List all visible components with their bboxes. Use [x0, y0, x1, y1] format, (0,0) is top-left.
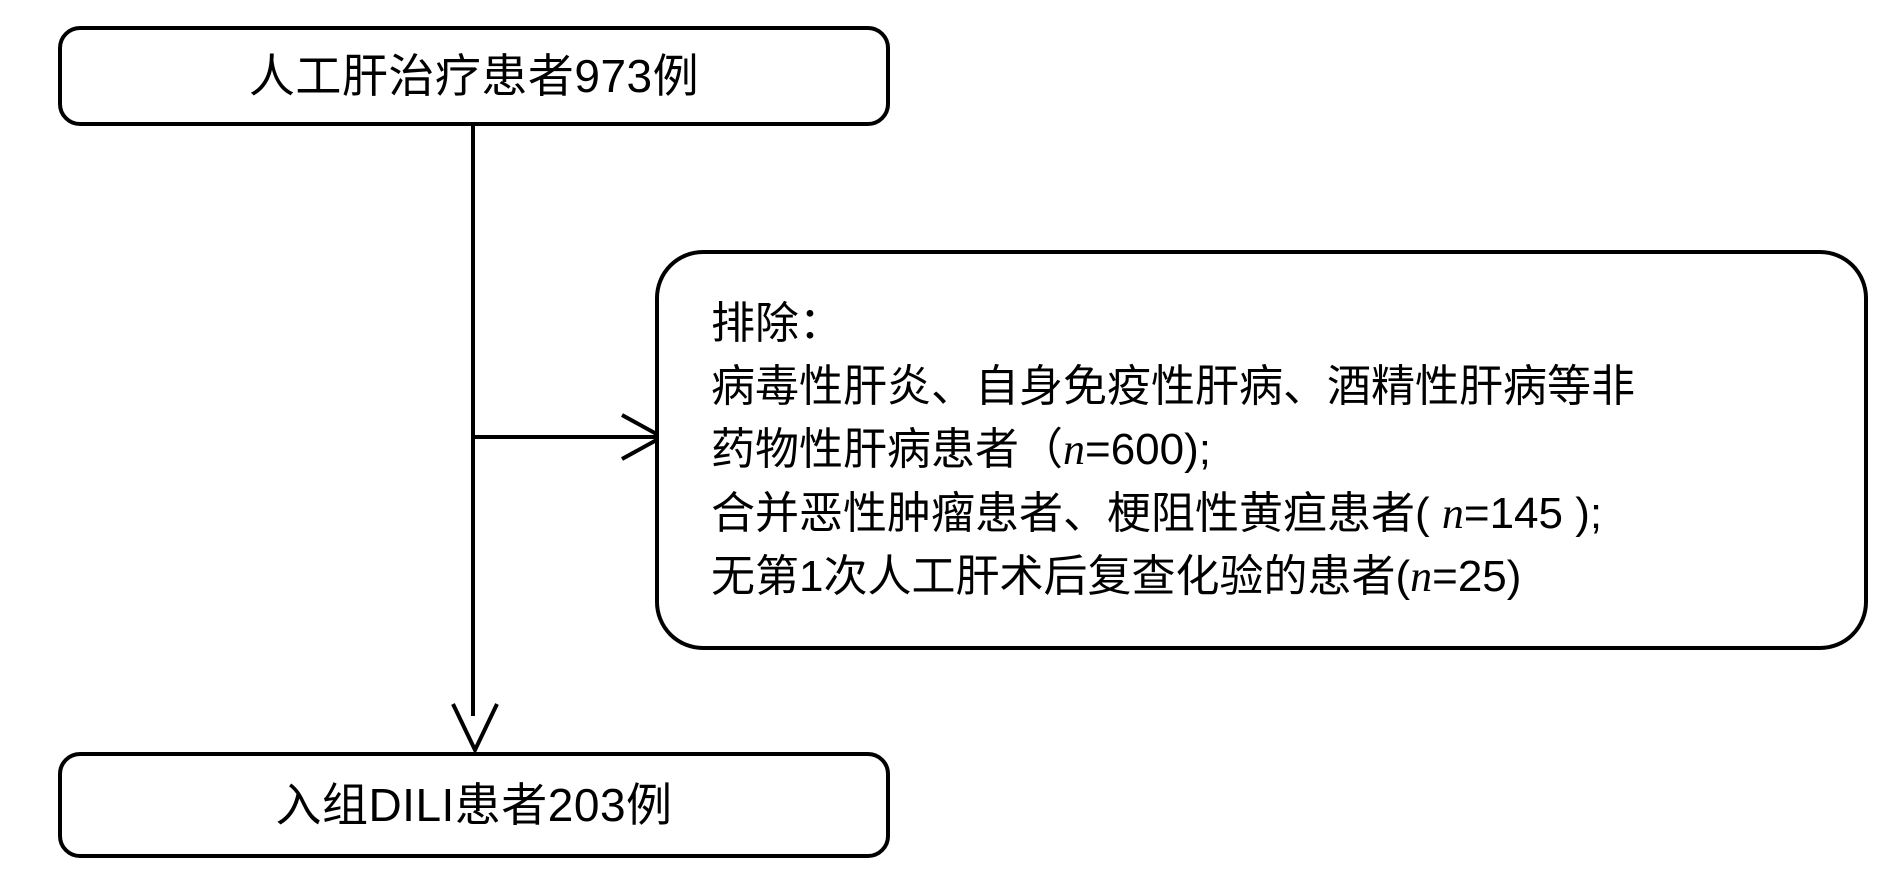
connector-horizontal-branch — [471, 435, 659, 439]
node-enrolled-patients: 入组DILI患者203例 — [58, 752, 890, 858]
node-source-label: 人工肝治疗患者973例 — [248, 49, 700, 102]
node-source-patients: 人工肝治疗患者973例 — [58, 26, 890, 126]
exclusion-line-2: 药物性肝病患者（n=600); — [711, 425, 1211, 475]
exclusion-line-3: 合并恶性肿瘤患者、梗阻性黄疸患者( n=145 ); — [711, 488, 1603, 538]
exclusion-line-1: 病毒性肝炎、自身免疫性肝病、酒精性肝病等非 — [711, 361, 1635, 411]
exclusion-line-heading: 排除： — [711, 298, 843, 348]
node-enrolled-label: 入组DILI患者203例 — [275, 778, 673, 831]
exclusion-line-4: 无第1次人工肝术后复查化验的患者(n=25) — [711, 552, 1522, 602]
exclusion-criteria-list: 排除： 病毒性肝炎、自身免疫性肝病、酒精性肝病等非 药物性肝病患者（n=600)… — [711, 292, 1838, 609]
node-exclusion-criteria: 排除： 病毒性肝炎、自身免疫性肝病、酒精性肝病等非 药物性肝病患者（n=600)… — [655, 250, 1868, 650]
connector-vertical-trunk — [471, 126, 475, 716]
